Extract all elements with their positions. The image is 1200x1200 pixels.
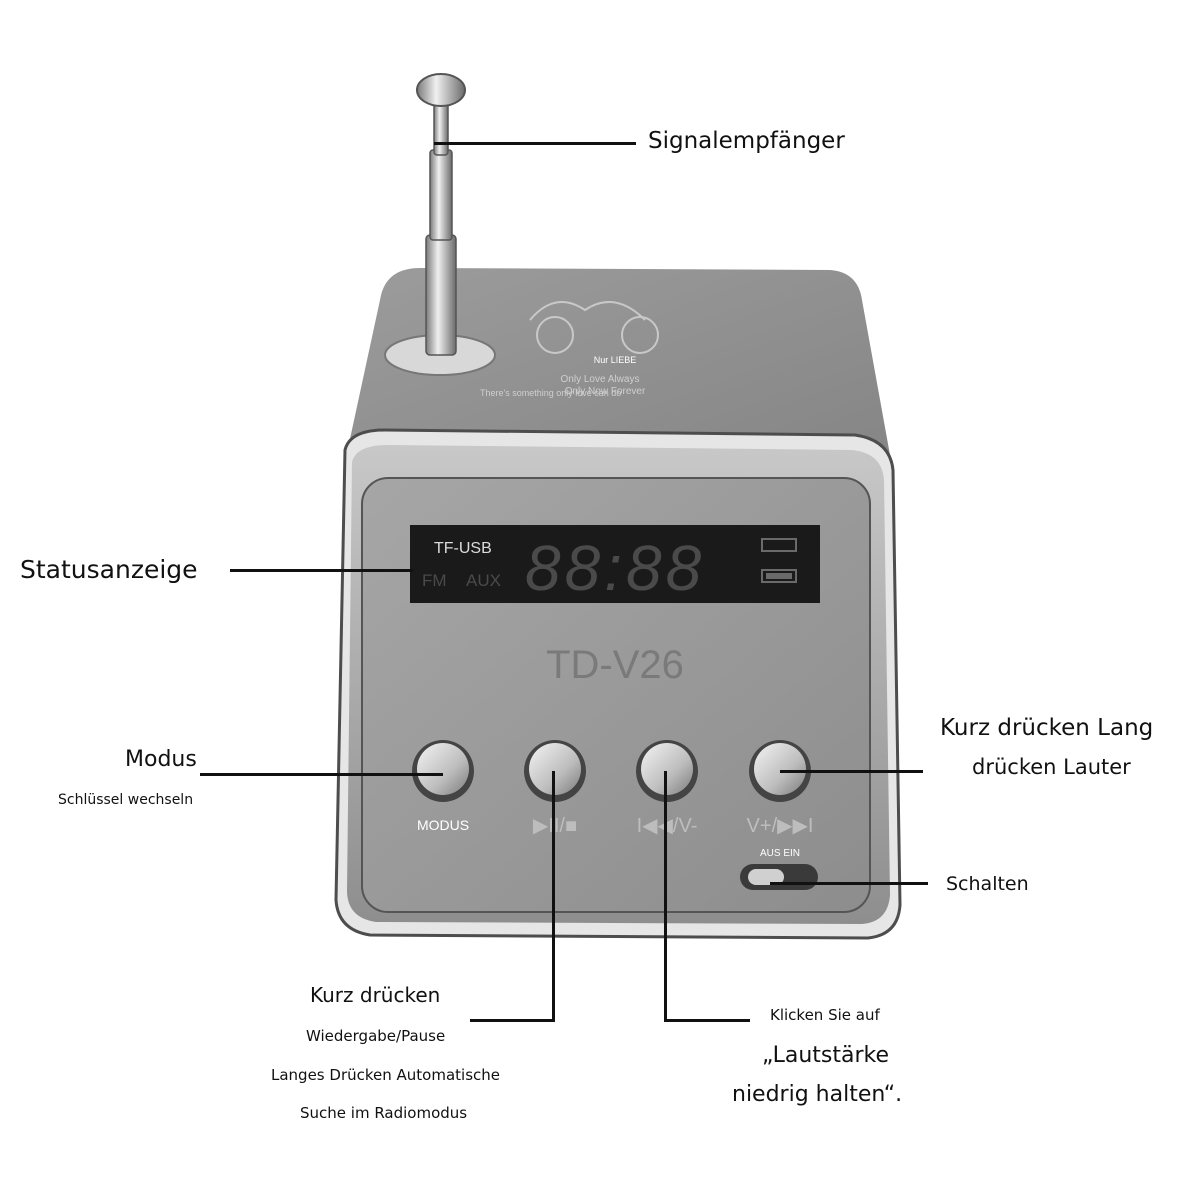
leader-line-switch [770, 882, 928, 885]
leader-line-play-v [552, 771, 555, 1022]
top-engraving [529, 301, 659, 354]
label-play: ▶II/■ [533, 815, 577, 837]
label-vol-down-line1: Klicken Sie auf [770, 1006, 880, 1024]
antenna [384, 73, 496, 376]
leader-line-status [230, 569, 413, 572]
leader-line-antenna [434, 142, 636, 145]
label-play-line2: Wiedergabe/Pause [306, 1027, 446, 1045]
label-mode-sub: Schlüssel wechseln [58, 792, 194, 808]
device-top [345, 268, 890, 462]
label-signal-receiver: Signalempfänger [648, 128, 845, 154]
leader-line-play-h [470, 1019, 555, 1022]
label-play-line4: Suche im Radiomodus [300, 1104, 468, 1122]
top-print-text: Nur LIEBE [594, 355, 637, 365]
button-play-pause [524, 740, 586, 802]
label-vol-up-line1: Kurz drücken Lang [940, 715, 1154, 741]
display-tf-usb: TF-USB [434, 540, 492, 557]
leader-line-vol-down-h [664, 1019, 750, 1022]
button-prev-vol-down [636, 740, 698, 802]
engraving-line-1: Only Love Always [561, 374, 640, 385]
label-switch: Schalten [946, 873, 1029, 895]
engraving-line-2: Only Now Forever [565, 386, 646, 397]
switch-label: AUS EIN [760, 848, 800, 859]
engraving-line-3: There's something only love can do [480, 388, 621, 398]
leader-line-vol-up [780, 770, 923, 773]
label-vol-up-line2: drücken Lauter [972, 755, 1131, 779]
display-digits: 88:88 [525, 532, 705, 604]
leader-line-vol-down-v [664, 771, 667, 1022]
label-vol-down-line2: „Lautstärke [762, 1043, 890, 1068]
leader-line-mode [200, 773, 443, 776]
label-prev: I◀◀/V- [637, 815, 698, 837]
label-vol-down-line3: niedrig halten“. [732, 1082, 903, 1107]
battery-icon-bottom [761, 569, 797, 583]
label-status-display: Statusanzeige [20, 555, 198, 584]
battery-icon-top [761, 538, 797, 552]
button-mode [412, 740, 474, 802]
status-display [410, 525, 820, 603]
label-modus: MODUS [417, 817, 469, 833]
label-next: V+/▶▶I [747, 815, 814, 837]
label-mode-title: Modus [125, 747, 197, 772]
label-play-line3: Langes Drücken Automatische [271, 1066, 500, 1084]
label-play-line1: Kurz drücken [310, 983, 441, 1007]
display-aux: AUX [466, 571, 501, 590]
display-fm: FM [422, 571, 447, 590]
model-name: TD-V26 [546, 643, 684, 687]
